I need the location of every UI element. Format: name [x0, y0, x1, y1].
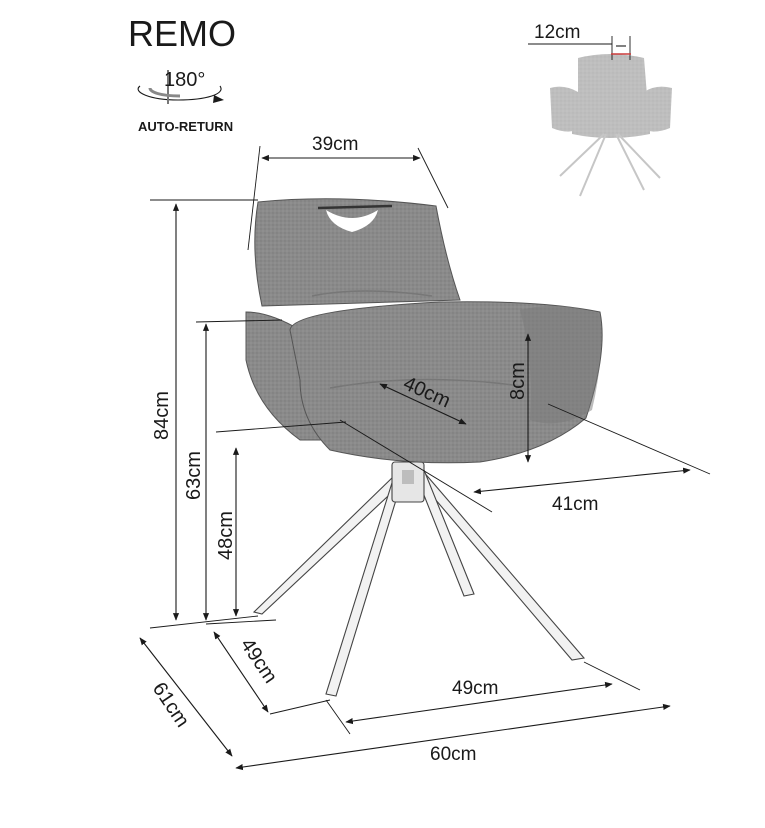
- seat-width-label: 41cm: [552, 494, 598, 515]
- base-depth-ext: [205, 619, 277, 625]
- base-depth-label: 49cm: [236, 634, 282, 687]
- total-width-ext-left: [325, 699, 351, 735]
- back-width-ext-right: [417, 147, 449, 209]
- seat-height-ext-top: [215, 421, 347, 433]
- total-depth-dimension-line: [139, 637, 233, 757]
- floor-reference-line: [149, 615, 259, 629]
- armrest-height-ext-top: [195, 319, 283, 323]
- seat-width-ext-left: [339, 419, 493, 513]
- feature-label: AUTO-RETURN: [138, 119, 233, 134]
- back-view-chair: [550, 54, 672, 197]
- seat-width-dimension-line: [473, 467, 691, 495]
- rotation-label: 180°: [164, 69, 205, 91]
- total-width-dimension-line: [235, 703, 671, 771]
- product-name: REMO: [128, 13, 236, 54]
- base-width-ext-left: [269, 699, 331, 715]
- main-chair: [245, 198, 603, 697]
- seat-height-label: 48cm: [215, 511, 237, 560]
- total-width-label: 60cm: [430, 744, 476, 765]
- total-height-label: 84cm: [151, 391, 173, 440]
- armrest-thickness-label: 8cm: [507, 362, 529, 400]
- back-width-ext-left: [247, 145, 261, 251]
- back-width-label: 39cm: [312, 134, 358, 155]
- seat-depth-dimension-line: [379, 383, 467, 425]
- total-depth-label: 61cm: [148, 678, 194, 731]
- chair-base-legs: [252, 461, 586, 697]
- armrest-height-label: 63cm: [183, 451, 205, 500]
- base-width-ext-right: [583, 661, 641, 691]
- rotation-icon: [137, 70, 224, 104]
- seat-width-ext-right: [547, 403, 711, 475]
- base-width-label: 49cm: [452, 678, 498, 699]
- handle-width-label: 12cm: [534, 22, 580, 43]
